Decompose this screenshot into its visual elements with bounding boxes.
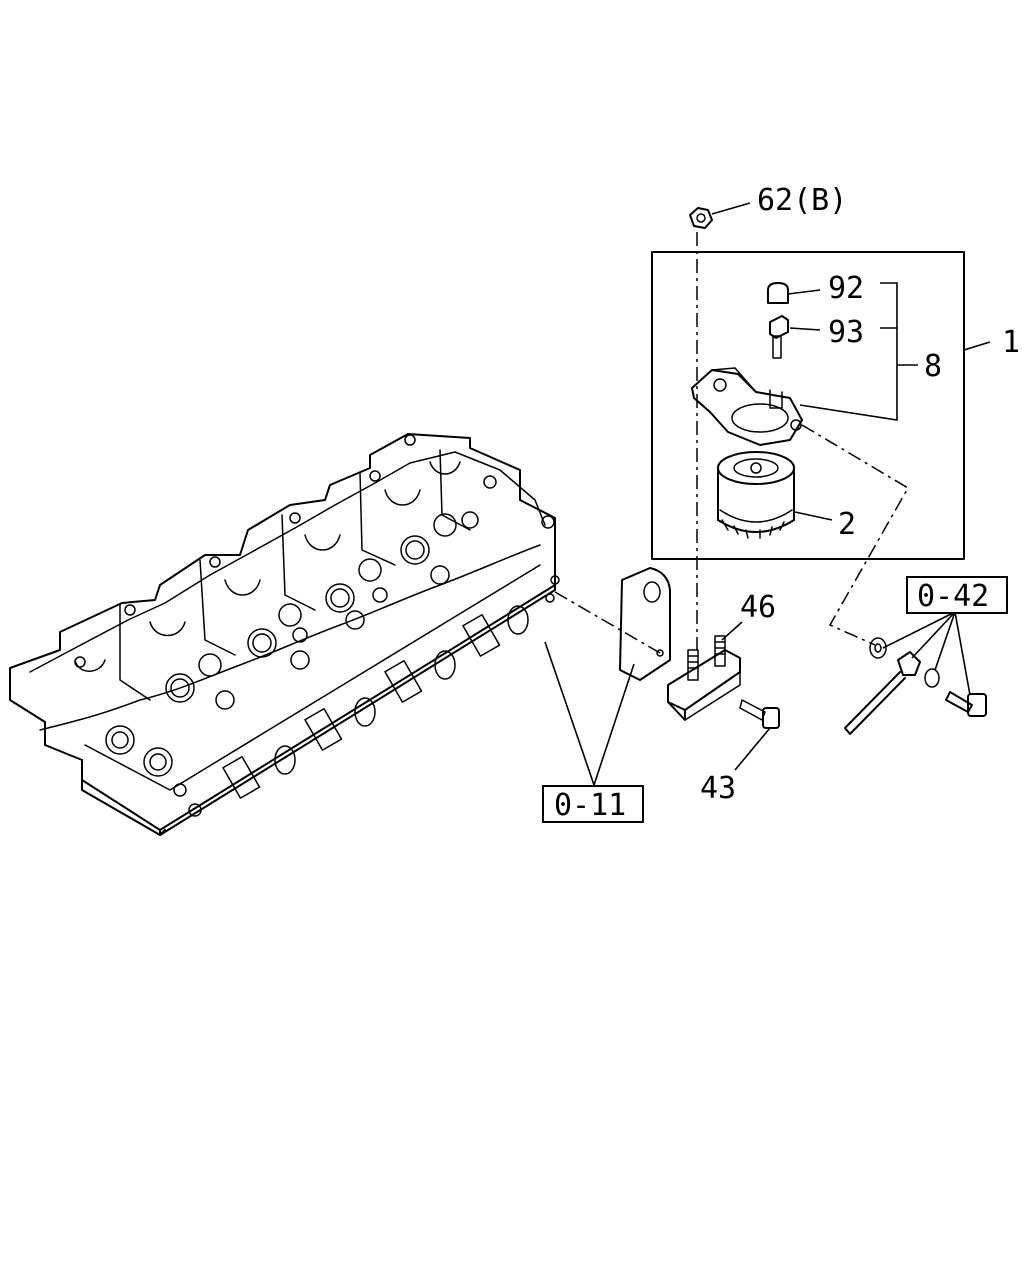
flange-nut — [689, 207, 713, 229]
bracket-bolt — [739, 699, 780, 729]
bleeder-cap — [767, 282, 789, 304]
assembly-frame — [651, 251, 965, 560]
callout-sub-assembly: 8 — [924, 349, 942, 384]
bleeder-screw — [769, 315, 789, 359]
fuel-line-parts — [844, 637, 987, 735]
callout-nut: 62(B) — [757, 183, 847, 218]
callout-cap: 92 — [828, 271, 864, 306]
callout-stud: 46 — [740, 590, 776, 625]
callout-bleeder: 93 — [828, 315, 864, 350]
callout-filter: 2 — [838, 507, 856, 542]
fuel-filter-cartridge — [717, 451, 795, 539]
studs — [687, 635, 726, 681]
filter-head — [691, 367, 803, 446]
filter-bracket — [619, 567, 741, 721]
callout-assembly: 1 — [1002, 325, 1020, 360]
reference-box-fuel-line: 0-42 — [906, 576, 1008, 614]
callout-bolt: 43 — [700, 771, 736, 806]
reference-box-head: 0-11 — [542, 785, 644, 823]
alignment-lines — [554, 232, 910, 654]
reference-head-label: 0-11 — [554, 788, 626, 823]
cylinder-head — [9, 433, 560, 836]
reference-fuel-line-label: 0-42 — [917, 579, 989, 614]
